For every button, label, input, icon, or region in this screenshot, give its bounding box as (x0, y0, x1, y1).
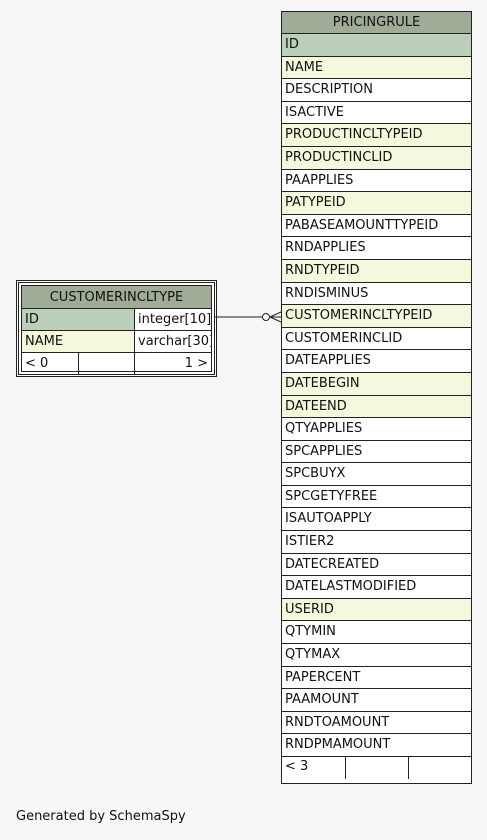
column-row[interactable]: DATEEND (282, 395, 471, 419)
column-row[interactable]: PRODUCTINCLID (282, 146, 471, 170)
column-row[interactable]: DATECREATED (282, 553, 471, 577)
zero-cardinality-icon (262, 313, 270, 321)
column-name: NAME (22, 331, 135, 352)
table-footer-pricingrule: < 3 (282, 757, 471, 779)
column-row[interactable]: CUSTOMERINCLTYPEID (282, 305, 471, 328)
table-title-pricingrule[interactable]: PRICINGRULE (282, 12, 471, 34)
column-row[interactable]: QTYMIN (282, 621, 471, 645)
column-row[interactable]: DATEBEGIN (282, 372, 471, 396)
column-row[interactable]: ISAUTOAPPLY (282, 508, 471, 532)
column-row[interactable]: PABASEAMOUNTTYPEID (282, 214, 471, 238)
footer-children: 1 > (184, 356, 208, 371)
column-row[interactable]: QTYAPPLIES (282, 418, 471, 441)
table-customerincltype-frame: CUSTOMERINCLTYPE ID integer[10] NAME var… (16, 280, 217, 377)
table-title-customerincltype[interactable]: CUSTOMERINCLTYPE (22, 286, 211, 309)
footer-parents: < 3 (282, 757, 346, 779)
column-row[interactable]: PAAPPLIES (282, 169, 471, 193)
column-row[interactable]: RNDTYPEID (282, 259, 471, 283)
column-type: integer[10] (135, 309, 211, 330)
generated-by-caption: Generated by SchemaSpy (16, 809, 186, 824)
column-row[interactable]: CUSTOMERINCLID (282, 327, 471, 351)
column-row[interactable]: ID (282, 34, 471, 57)
table-footer-customerincltype: < 0 1 > (22, 353, 211, 375)
column-row[interactable]: SPCAPPLIES (282, 440, 471, 464)
column-row[interactable]: SPCGETYFREE (282, 485, 471, 509)
column-name: ID (22, 309, 135, 330)
column-row[interactable]: RNDTOAMOUNT (282, 711, 471, 735)
column-row[interactable]: DATEAPPLIES (282, 350, 471, 373)
footer-parents: < 0 (22, 353, 79, 375)
column-row[interactable]: ID integer[10] (22, 309, 211, 331)
column-row[interactable]: NAME (282, 56, 471, 80)
column-row[interactable]: ISACTIVE (282, 101, 471, 125)
column-row[interactable]: SPCBUYX (282, 463, 471, 486)
column-row[interactable]: PAPERCENT (282, 666, 471, 690)
column-row[interactable]: QTYMAX (282, 644, 471, 667)
column-row[interactable]: PAAMOUNT (282, 689, 471, 712)
column-row[interactable]: USERID (282, 598, 471, 622)
column-row[interactable]: RNDPMAMOUNT (282, 734, 471, 757)
column-row[interactable]: RNDAPPLIES (282, 237, 471, 260)
column-row[interactable]: DESCRIPTION (282, 79, 471, 102)
column-row[interactable]: PRODUCTINCLTYPEID (282, 124, 471, 147)
footer-rows (79, 353, 135, 375)
column-row[interactable]: NAME varchar[30] (22, 331, 211, 353)
crows-foot-icon (269, 311, 282, 323)
footer-children (409, 757, 471, 779)
column-row[interactable]: RNDISMINUS (282, 282, 471, 306)
footer-rows (346, 757, 409, 779)
column-row[interactable]: ISTIER2 (282, 531, 471, 554)
table-customerincltype[interactable]: CUSTOMERINCLTYPE ID integer[10] NAME var… (21, 285, 212, 375)
column-type: varchar[30] (135, 331, 211, 352)
column-row[interactable]: DATELASTMODIFIED (282, 576, 471, 599)
column-row[interactable]: PATYPEID (282, 192, 471, 215)
